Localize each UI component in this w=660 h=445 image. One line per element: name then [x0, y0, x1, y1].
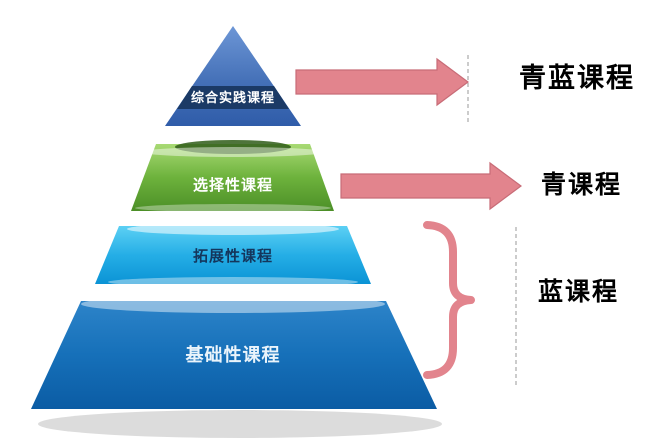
- right-arrow-1-icon: [295, 57, 470, 107]
- pyramid-level-2-sheen: [141, 147, 325, 157]
- pyramid-level-4-sheen: [81, 295, 385, 313]
- pyramid-level-2-label: 选择性课程: [193, 176, 273, 194]
- pyramid-level-3-label: 拓展性课程: [193, 247, 273, 265]
- pyramid-level-2-shape: [131, 144, 334, 211]
- pyramid-level-2: 选择性课程: [131, 140, 334, 212]
- pyramid-level-4-shape: [31, 301, 437, 409]
- pyramid-level-3-bottom-sheen: [108, 277, 358, 287]
- pyramid-level-2-opening: [175, 140, 291, 154]
- pyramid-level-1: 综合实践课程: [165, 26, 301, 126]
- pyramid-level-4: 基础性课程: [31, 295, 437, 409]
- pyramid-level-4-label: 基础性课程: [185, 344, 281, 365]
- pyramid-level-2-bottom-sheen: [135, 204, 331, 212]
- pyramid-level-1-label: 综合实践课程: [191, 90, 275, 105]
- annotation-label-qinglan: 青蓝课程: [519, 63, 635, 93]
- pyramid-level-3-sheen: [127, 223, 339, 235]
- right-arrow-2-icon: [340, 161, 523, 211]
- curly-brace-icon: [423, 221, 475, 379]
- pyramid-level-1-band: [177, 86, 289, 109]
- annotation-label-qing: 青课程: [541, 171, 622, 199]
- pyramid-level-3-shape: [95, 226, 371, 284]
- annotation-label-lan: 蓝课程: [538, 278, 619, 306]
- pyramid-level-3: 拓展性课程: [95, 223, 371, 287]
- ground-shadow: [38, 410, 442, 438]
- pyramid-level-1-shape: [165, 26, 301, 126]
